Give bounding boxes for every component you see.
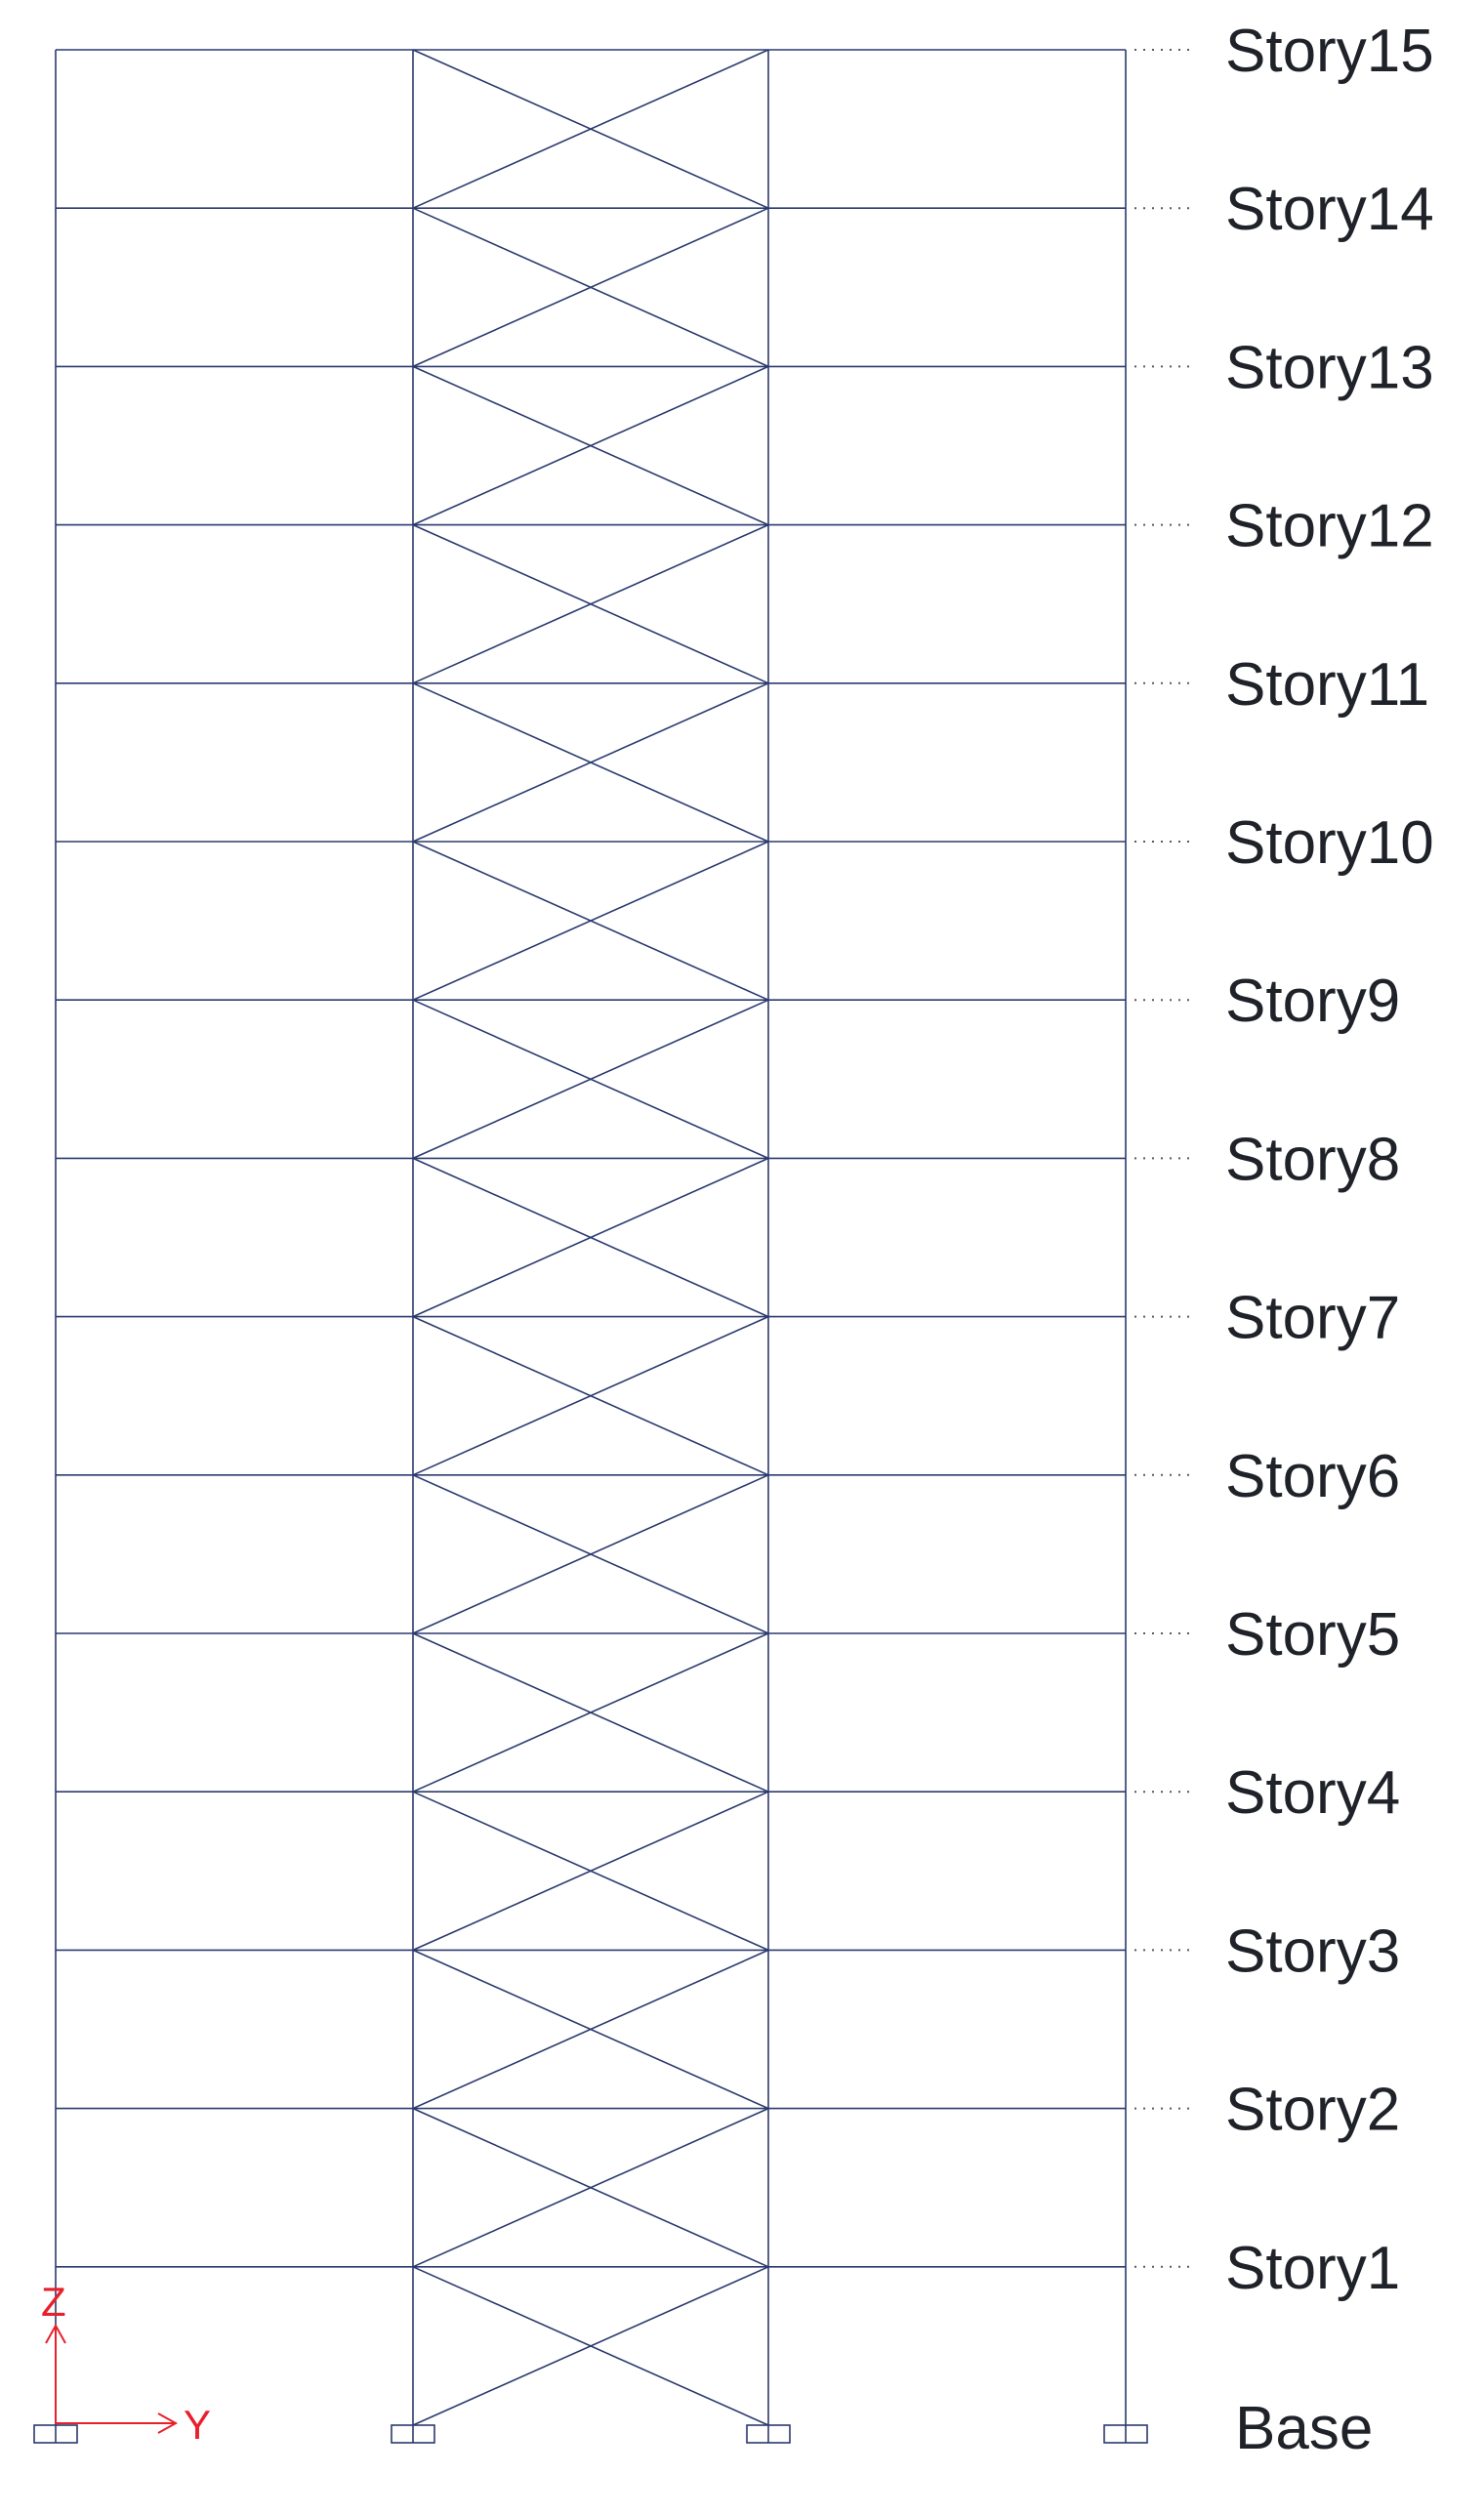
story-labels: Base Story1 Story2 Story3 Story4 Story5 Story6… bbox=[1225, 18, 1434, 2462]
brace-diagonal-b-level-10 bbox=[412, 841, 769, 1001]
story-leader-lines bbox=[1134, 49, 1191, 2268]
brace-diagonal-b-level-12 bbox=[412, 523, 769, 684]
y-axis-label: Y bbox=[184, 2402, 211, 2448]
story-label-story13: Story13 bbox=[1225, 334, 1434, 401]
story-label-story2: Story2 bbox=[1225, 2077, 1400, 2144]
story-label-story7: Story7 bbox=[1225, 1285, 1400, 1352]
story-label-story14: Story14 bbox=[1225, 176, 1434, 243]
brace-diagonal-b-level-1 bbox=[412, 2266, 769, 2426]
brace-diagonal-b-level-11 bbox=[412, 682, 769, 843]
brace-diagonal-b-level-6 bbox=[412, 1474, 769, 1634]
brace-diagonal-b-level-9 bbox=[412, 999, 769, 1160]
story-label-story10: Story10 bbox=[1225, 809, 1434, 877]
story-label-story4: Story4 bbox=[1225, 1759, 1400, 1827]
story-label-story8: Story8 bbox=[1225, 1126, 1400, 1193]
brace-diagonal-b-level-15 bbox=[412, 49, 769, 209]
brace-diagonal-b-level-3 bbox=[412, 1949, 769, 2110]
story-label-story5: Story5 bbox=[1225, 1601, 1400, 1669]
z-axis-label: Z bbox=[41, 2279, 66, 2325]
story-label-base: Base bbox=[1235, 2395, 1373, 2462]
brace-diagonal-b-level-8 bbox=[412, 1157, 769, 1318]
y-axis-arrowhead bbox=[157, 2412, 179, 2434]
story-label-story15: Story15 bbox=[1225, 18, 1434, 85]
brace-diagonal-b-level-14 bbox=[412, 207, 769, 368]
story-label-story6: Story6 bbox=[1225, 1443, 1400, 1510]
base-supports bbox=[33, 2424, 1148, 2444]
brace-diagonal-b-level-13 bbox=[412, 365, 769, 526]
brace-diagonal-b-level-4 bbox=[412, 1791, 769, 1952]
story-label-story11: Story11 bbox=[1225, 651, 1429, 719]
brace-diagonal-b-level-5 bbox=[412, 1632, 769, 1793]
story-label-story9: Story9 bbox=[1225, 968, 1400, 1035]
frame-members bbox=[55, 49, 1127, 2426]
global-axes-indicator: Z Y bbox=[41, 2279, 211, 2448]
z-axis-arrowhead bbox=[45, 2323, 66, 2344]
brace-diagonal-b-level-2 bbox=[412, 2107, 769, 2268]
story-label-story12: Story12 bbox=[1225, 493, 1434, 560]
story-label-story3: Story3 bbox=[1225, 1917, 1400, 1985]
story-label-story1: Story1 bbox=[1225, 2235, 1400, 2302]
brace-diagonal-b-level-7 bbox=[412, 1315, 769, 1476]
